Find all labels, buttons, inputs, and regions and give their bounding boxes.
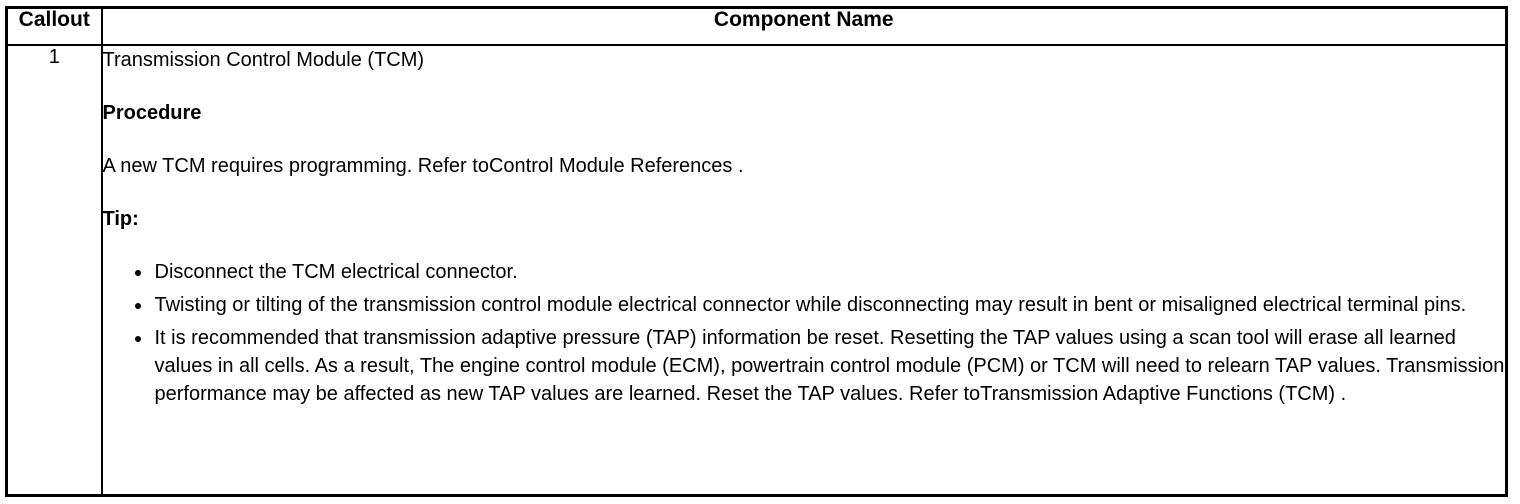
callout-column-header: Callout bbox=[5, 6, 103, 46]
component-description-cell: Transmission Control Module (TCM) Proced… bbox=[100, 43, 1508, 497]
tip-list-item: Twisting or tilting of the transmission … bbox=[153, 291, 1506, 319]
table-body: 1 Transmission Control Module (TCM) Proc… bbox=[5, 43, 1508, 497]
table-header: Callout Component Name bbox=[5, 6, 1508, 46]
procedure-text: A new TCM requires programming. Refer to… bbox=[102, 154, 744, 177]
tip-list: Disconnect the TCM electrical connector.… bbox=[103, 258, 1506, 408]
procedure-heading: Procedure bbox=[102, 101, 202, 124]
tip-list-item: Disconnect the TCM electrical connector. bbox=[153, 258, 1506, 286]
component-title: Transmission Control Module (TCM) bbox=[102, 48, 425, 71]
tip-heading: Tip: bbox=[102, 207, 139, 230]
component-table: Callout Component Name 1 Transmission Co… bbox=[5, 6, 1508, 497]
table-row: 1 Transmission Control Module (TCM) Proc… bbox=[5, 43, 1508, 497]
tip-list-item: It is recommended that transmission adap… bbox=[153, 324, 1506, 408]
header-row: Callout Component Name bbox=[5, 6, 1508, 46]
component-name-column-header: Component Name bbox=[100, 6, 1508, 46]
callout-number: 1 bbox=[5, 43, 103, 497]
